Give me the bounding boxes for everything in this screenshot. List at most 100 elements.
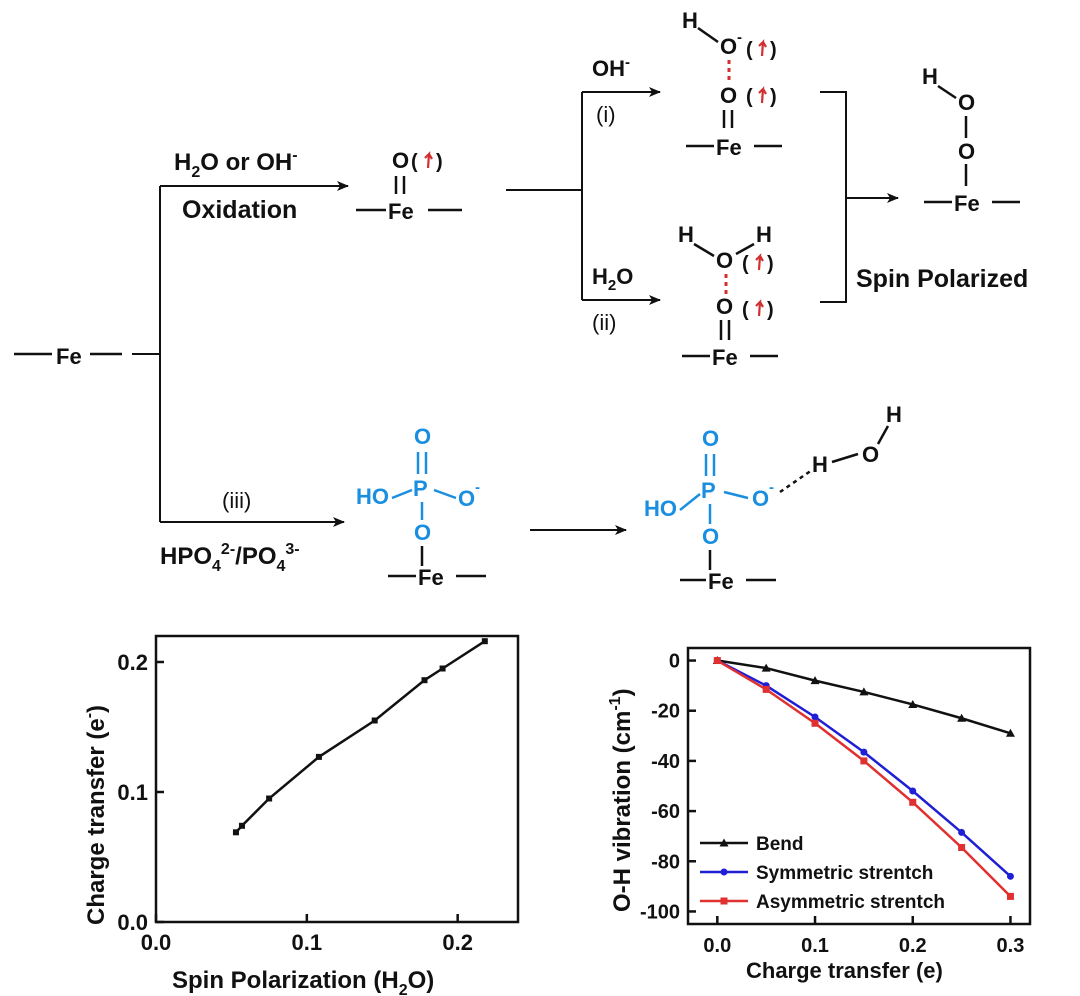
chart2-data-point: [909, 798, 917, 806]
legend-label: Asymmetric strentch: [756, 892, 945, 913]
svg-text:O: O: [414, 424, 431, 449]
svg-text:(: (: [411, 151, 418, 173]
svg-text:H: H: [886, 402, 902, 427]
oxidation-step: H2O or OH- Oxidation: [160, 147, 349, 224]
legend-label: Symmetric strentch: [756, 863, 933, 884]
route-iii-label: (iii): [222, 488, 251, 513]
chart2-x-tick-label: 0.1: [801, 935, 829, 957]
chart1-data-point: [315, 753, 322, 760]
chart1-y-tick-label: 0.1: [117, 780, 148, 805]
legend-label: Bend: [756, 834, 804, 855]
spin-arrow-icon: [423, 152, 434, 170]
fe-ooh-product: H O O Fe: [922, 64, 1020, 216]
chart1-data-point: [371, 717, 378, 724]
spin-arrow-icon: [754, 300, 765, 318]
svg-text:H: H: [922, 64, 938, 89]
split-arrows: OH- (i) H2O (ii): [506, 54, 661, 335]
svg-text:O: O: [702, 524, 719, 549]
svg-text:): ): [770, 39, 777, 61]
chart2-y-tick-label: -60: [651, 801, 680, 823]
svg-text:O: O: [716, 248, 733, 273]
start-fe-group: Fe: [14, 186, 161, 522]
legend-marker: [719, 838, 729, 847]
spin-polarized-label: Spin Polarized: [856, 265, 1028, 293]
fe-oxo-intermediate: O ( ) Fe: [356, 148, 462, 224]
svg-text:(: (: [746, 39, 753, 61]
route-ii-label: (ii): [592, 310, 616, 335]
svg-text:O: O: [862, 442, 879, 467]
route-i-intermediate: H O - ( ) O ( ) Fe: [682, 8, 782, 160]
route-ii-reagent: H2O: [592, 264, 633, 294]
svg-text:Fe: Fe: [954, 191, 980, 216]
chart2-data-point: [1006, 892, 1014, 900]
chart2-data-point: [810, 676, 820, 685]
chart2-x-tick-label: 0.2: [899, 935, 927, 957]
chart2-y-tick-label: 0: [669, 651, 680, 673]
svg-text:O: O: [458, 486, 475, 511]
chart2-x-tick-label: 0.3: [997, 935, 1025, 957]
svg-text:P: P: [413, 476, 428, 501]
chart1-y-label: Charge transfer (e-): [81, 705, 110, 925]
legend-marker: [720, 868, 728, 876]
svg-text:H: H: [678, 222, 694, 247]
route-i-reagent: OH-: [592, 54, 630, 81]
chart1-data-point: [266, 795, 273, 802]
svg-text:HO: HO: [644, 496, 677, 521]
chart2-y-tick-label: -40: [651, 751, 680, 773]
chart2-data-point: [762, 685, 770, 693]
chart1-y-tick-label: 0.2: [117, 650, 148, 675]
spin-arrow-icon: [757, 87, 768, 105]
chart2-series-line: [716, 659, 1012, 898]
svg-text:Fe: Fe: [712, 345, 738, 370]
fe-phosphate-intermediate: O HO P O - O Fe: [356, 424, 486, 590]
spin-polarized-bracket: Spin Polarized: [820, 91, 1028, 303]
chart1-series-line: [235, 640, 486, 834]
chart2-y-label: O-H vibration (cm-1): [607, 688, 636, 912]
chart2-data-point: [1006, 872, 1014, 880]
oxidation-reagent: H2O or OH-: [174, 147, 298, 181]
oxo-o: O: [392, 148, 409, 173]
chart1-y-tick-label: 0.0: [117, 910, 148, 935]
chart2-data-point: [811, 719, 819, 727]
chart1-x-tick-label: 0.0: [141, 930, 172, 955]
svg-text:O: O: [702, 426, 719, 451]
chart2-data-point: [860, 748, 868, 756]
fe-atom: Fe: [388, 199, 414, 224]
svg-text:O: O: [958, 90, 975, 115]
svg-text:H: H: [756, 222, 772, 247]
chart2-data-point: [957, 713, 967, 722]
chart2-data-point: [811, 713, 819, 721]
svg-text:O: O: [720, 83, 737, 108]
svg-text:(: (: [742, 253, 749, 275]
svg-text:-: -: [475, 479, 480, 496]
chart2-data-point: [860, 757, 868, 765]
spin-arrow-icon: [754, 254, 765, 272]
svg-text:): ): [767, 253, 774, 275]
chart2-x-tick-label: 0.0: [703, 935, 731, 957]
route-iii-step: (iii) HPO42-/PO43-: [160, 488, 345, 575]
chart2-y-tick-label: -100: [640, 901, 680, 923]
chart2-data-point: [909, 787, 917, 795]
svg-text:O: O: [752, 486, 769, 511]
chart2-data-point: [859, 687, 869, 696]
fe-atom: Fe: [56, 344, 82, 369]
svg-text:HO: HO: [356, 484, 389, 509]
chart1-x-tick-label: 0.2: [442, 930, 473, 955]
svg-text:): ): [770, 86, 777, 108]
svg-text:O: O: [958, 139, 975, 164]
svg-text:O: O: [414, 520, 431, 545]
chart2-data-point: [1005, 728, 1015, 737]
svg-text:Fe: Fe: [716, 135, 742, 160]
chart1-data-point: [439, 665, 446, 672]
svg-text:H: H: [682, 8, 698, 33]
chart2-data-point: [761, 663, 771, 672]
svg-text:Fe: Fe: [418, 565, 444, 590]
svg-text:Fe: Fe: [708, 569, 734, 594]
chart2-x-label: Charge transfer (e): [746, 958, 943, 983]
phosphate-reagent: HPO42-/PO43-: [160, 541, 300, 575]
chart2-frame: [686, 646, 1032, 926]
oxidation-label: Oxidation: [182, 196, 297, 224]
